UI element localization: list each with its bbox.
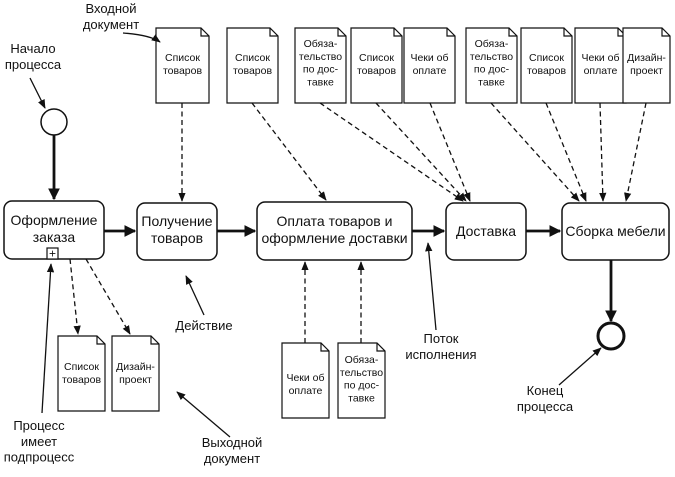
end-event xyxy=(596,321,626,351)
output-doc-design: Дизайн-проект xyxy=(111,335,160,412)
start-event xyxy=(40,108,68,136)
input-doc-assembly-design: Дизайн-проект xyxy=(622,27,671,104)
callout-action: Действие xyxy=(175,318,232,333)
doc-label: Дизайн-проект xyxy=(627,52,666,77)
pointer-end xyxy=(558,347,602,386)
task-delivery-label: Доставка xyxy=(456,223,516,239)
pointer-output-doc xyxy=(176,391,231,438)
pointer-input-doc xyxy=(122,32,161,43)
assoc-goods-list-to-assembly xyxy=(545,102,587,202)
task-delivery: Доставка xyxy=(445,202,527,261)
assoc-design-to-assembly xyxy=(624,102,647,202)
assoc-obligation-to-delivery xyxy=(319,102,464,202)
assoc-checks-to-assembly xyxy=(599,102,607,202)
task-assembly: Сборка мебели xyxy=(561,202,670,261)
subprocess-marker-glyph: + xyxy=(49,247,56,261)
doc-label: Дизайн-проект xyxy=(116,361,155,386)
assoc-checks-to-delivery xyxy=(429,102,471,202)
pointer-flow xyxy=(425,242,437,331)
assoc-obligation-to-assembly xyxy=(490,102,580,202)
assoc-goods-list-to-delivery xyxy=(375,102,467,202)
subprocess-marker xyxy=(46,247,59,260)
pointer-subprocess xyxy=(41,263,55,414)
pointer-start xyxy=(29,77,46,109)
task-assembly-label: Сборка мебели xyxy=(565,223,665,239)
assoc-order-to-goods-list xyxy=(69,258,81,335)
pointer-action xyxy=(185,275,205,316)
assoc-order-to-design xyxy=(85,258,131,335)
assoc-goods-list-to-payment xyxy=(251,102,327,201)
